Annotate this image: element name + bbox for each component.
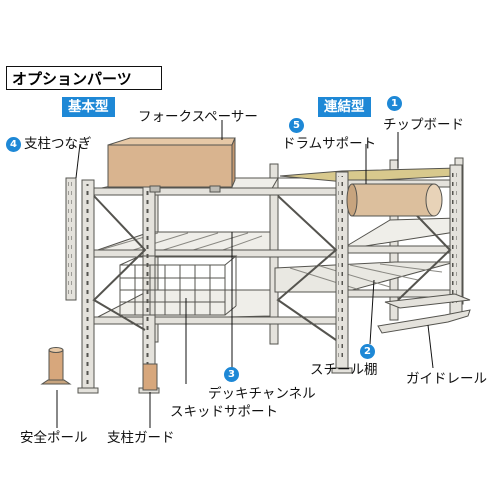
guide-rail-text: ガイドレール [406, 371, 487, 387]
fork-spacer-text: フォークスペーサー [138, 109, 258, 125]
number-badge-4: 4 [6, 137, 21, 152]
basic-type-tag: 基本型 [62, 97, 115, 117]
drum-support-label: 5 [289, 117, 307, 133]
number-badge-5: 5 [289, 118, 304, 133]
steel-shelf-text: スチール棚 [310, 362, 378, 378]
post-guard-text: 支柱ガード [107, 430, 175, 446]
post-guard [142, 363, 158, 391]
title-box: オプションパーツ [6, 66, 162, 90]
fork-spacers [149, 185, 221, 193]
number-badge-1: 1 [387, 96, 402, 111]
leader-lines [56, 120, 434, 428]
post-joint [65, 177, 77, 301]
skid-support-text: スキッドサポート [170, 404, 278, 420]
steel-shelf [274, 261, 456, 293]
front-uprights [81, 164, 463, 393]
chip-board-label: 1 [387, 95, 405, 111]
guide-rails [377, 293, 471, 334]
drum [346, 183, 443, 217]
deck-channel-label: 3 [224, 366, 242, 382]
drum-support-text: ドラムサポート [282, 136, 377, 152]
chip-board-text: チップボード [383, 117, 464, 133]
wire-basket [119, 255, 238, 316]
safety-pole [40, 347, 72, 385]
deck-channel-text: デッキチャンネル [208, 386, 316, 402]
steel-shelf-label: 2 [360, 343, 378, 359]
linked-type-tag: 連結型 [318, 97, 371, 117]
cardboard-box [107, 137, 236, 188]
number-badge-3: 3 [224, 367, 239, 382]
number-badge-2: 2 [360, 344, 375, 359]
post-joint-text: 支柱つなぎ [24, 136, 92, 152]
safety-pole-text: 安全ポール [20, 430, 88, 446]
